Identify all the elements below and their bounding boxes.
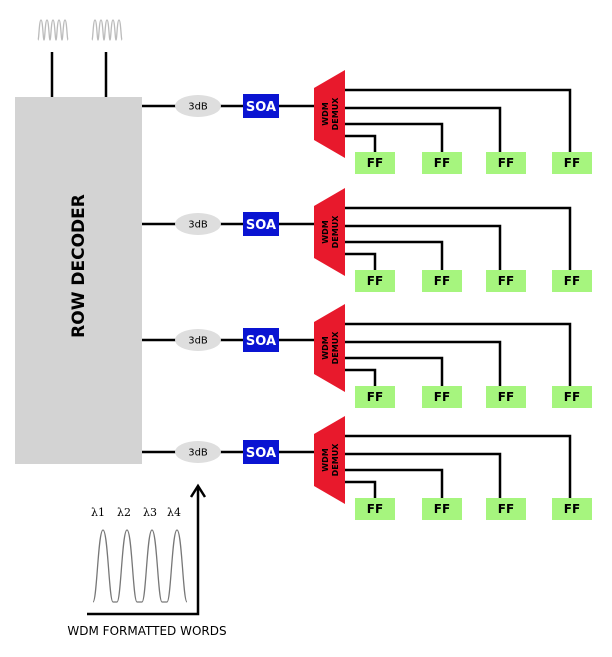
wdm-demux-block <box>314 188 345 276</box>
soa-label: SOA <box>246 100 276 115</box>
flip-flop <box>355 386 395 408</box>
wavelength-label-3: λ3 <box>143 506 157 519</box>
flip-flop <box>355 270 395 292</box>
flip-flop-label: FF <box>564 156 580 170</box>
wavelength-label-4: λ4 <box>167 506 181 519</box>
demux-output-line <box>345 480 377 498</box>
wdm-demux-label-line1: WDM <box>321 448 330 471</box>
soa-block <box>243 94 279 118</box>
demux-output-line <box>345 134 377 152</box>
attenuator-label: 3dB <box>188 336 208 347</box>
demux-output-line <box>345 224 502 270</box>
attenuator-3db <box>175 95 221 117</box>
demux-output-line <box>345 206 572 270</box>
wavelength-label-1: λ1 <box>91 506 105 519</box>
flip-flop-label: FF <box>498 502 514 516</box>
attenuator-3db <box>175 441 221 463</box>
input-caption: WDM FORMATTED WORDS <box>67 624 226 638</box>
demux-output-line <box>345 368 377 386</box>
row-decoder-label: ROW DECODER <box>69 194 89 338</box>
flip-flop-label: FF <box>367 156 383 170</box>
flip-flop <box>552 498 592 520</box>
flip-flop-label: FF <box>498 274 514 288</box>
flip-flop <box>355 498 395 520</box>
soa-label: SOA <box>246 334 276 349</box>
flip-flop <box>422 270 462 292</box>
flip-flop-label: FF <box>564 502 580 516</box>
wdm-demux-label-line1: WDM <box>321 102 330 125</box>
flip-flop-label: FF <box>564 274 580 288</box>
wdm-demux-block <box>314 304 345 392</box>
attenuator-label: 3dB <box>188 102 208 113</box>
wdm-demux-label-line2: DEMUX <box>331 331 340 365</box>
flip-flop-label: FF <box>367 390 383 404</box>
clock-signal-icon <box>37 19 123 41</box>
flip-flop <box>355 152 395 174</box>
demux-output-line <box>345 106 502 152</box>
flip-flop-label: FF <box>367 274 383 288</box>
demux-output-line <box>345 452 502 498</box>
wavelength-label-2: λ2 <box>117 506 131 519</box>
soa-block <box>243 212 279 236</box>
wdm-demux-label-line2: DEMUX <box>331 97 340 131</box>
attenuator-label: 3dB <box>188 220 208 231</box>
flip-flop <box>552 386 592 408</box>
demux-output-line <box>345 240 444 270</box>
demux-output-line <box>345 340 502 386</box>
wdm-input-waveform-icon <box>92 529 188 603</box>
flip-flop-label: FF <box>434 274 450 288</box>
flip-flop-label: FF <box>564 390 580 404</box>
flip-flop-label: FF <box>498 390 514 404</box>
soa-label: SOA <box>246 446 276 461</box>
wdm-demux-label-line1: WDM <box>321 220 330 243</box>
flip-flop <box>486 498 526 520</box>
flip-flop-label: FF <box>434 502 450 516</box>
demux-output-line <box>345 88 572 152</box>
flip-flop <box>486 270 526 292</box>
wdm-demux-block <box>314 70 345 158</box>
wdm-demux-label-line2: DEMUX <box>331 443 340 477</box>
soa-label: SOA <box>246 218 276 233</box>
soa-block <box>243 328 279 352</box>
demux-output-line <box>345 122 444 152</box>
flip-flop-label: FF <box>434 156 450 170</box>
flip-flop <box>552 270 592 292</box>
soa-block <box>243 440 279 464</box>
demux-output-line <box>345 322 572 386</box>
flip-flop-label: FF <box>367 502 383 516</box>
flip-flop <box>422 152 462 174</box>
flip-flop <box>552 152 592 174</box>
wdm-demux-label-line2: DEMUX <box>331 215 340 249</box>
flip-flop <box>486 386 526 408</box>
arrow-up-icon <box>189 483 207 498</box>
attenuator-label: 3dB <box>188 448 208 459</box>
wdm-demux-label-line1: WDM <box>321 336 330 359</box>
attenuator-3db <box>175 213 221 235</box>
row-decoder-block <box>15 97 142 464</box>
demux-output-line <box>345 356 444 386</box>
wdm-demux-block <box>314 416 345 504</box>
demux-output-line <box>345 252 377 270</box>
flip-flop <box>422 498 462 520</box>
attenuator-3db <box>175 329 221 351</box>
flip-flop-label: FF <box>434 390 450 404</box>
flip-flop <box>486 152 526 174</box>
demux-output-line <box>345 468 444 498</box>
input-signal-path <box>87 488 200 616</box>
flip-flop-label: FF <box>498 156 514 170</box>
demux-output-line <box>345 434 572 498</box>
flip-flop <box>422 386 462 408</box>
